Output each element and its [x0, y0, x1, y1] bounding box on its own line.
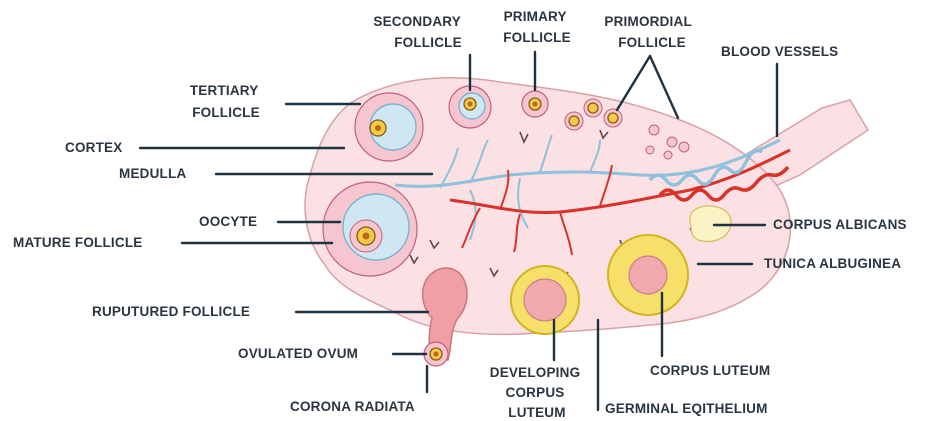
label-secondary-follicle-line-1: SECONDARY	[373, 14, 460, 29]
primordial-follicle	[667, 137, 677, 147]
leader-primordial-follicle-b	[650, 56, 678, 118]
primordial-follicle	[679, 142, 689, 152]
label-corona-radiata: CORONA RADIATA	[290, 399, 415, 414]
label-medulla: MEDULLA	[119, 166, 186, 181]
primordial-follicle	[646, 146, 654, 154]
label-tertiary-follicle-line-1: TERTIARY	[190, 83, 258, 98]
label-developing-corpus-luteum-line-1: DEVELOPING	[490, 365, 581, 380]
label-germinal-epithelium: GERMINAL EQITHELIUM	[605, 401, 768, 416]
primary-follicle-nucleus	[533, 102, 538, 107]
corpus-albicans	[690, 206, 731, 242]
mature-follicle	[323, 182, 417, 276]
leader-primordial-follicle-a	[617, 56, 650, 110]
primordial-follicle-oocyte	[588, 103, 598, 113]
label-developing-corpus-luteum: DEVELOPING CORPUS LUTEUM	[490, 365, 584, 420]
label-primordial-follicle-line-1: PRIMORDIAL	[604, 14, 691, 29]
mature-follicle-nucleus	[363, 233, 370, 240]
label-primary-follicle-line-1: PRIMARY	[504, 9, 567, 24]
secondary-follicle-nucleus	[468, 102, 473, 107]
primordial-follicle	[649, 125, 659, 135]
label-primary-follicle: PRIMARY FOLLICLE	[503, 9, 571, 45]
corpus-luteum	[608, 235, 688, 315]
corpus-albicans-shape	[690, 206, 731, 242]
label-corpus-albicans: CORPUS ALBICANS	[773, 217, 907, 232]
primordial-follicle-oocyte	[569, 116, 579, 126]
label-secondary-follicle-line-2: FOLLICLE	[394, 35, 462, 50]
label-developing-corpus-luteum-line-2: CORPUS	[506, 385, 565, 400]
developing-corpus-luteum	[511, 266, 579, 334]
label-primordial-follicle: PRIMORDIAL FOLLICLE	[604, 14, 695, 50]
label-primordial-follicle-line-2: FOLLICLE	[618, 35, 686, 50]
primary-follicle	[522, 91, 548, 117]
tertiary-follicle-nucleus	[375, 125, 381, 131]
corpus-luteum-core	[629, 256, 667, 294]
tertiary-follicle	[355, 93, 423, 161]
label-oocyte: OOCYTE	[199, 214, 257, 229]
label-tertiary-follicle-line-2: FOLLICLE	[192, 105, 260, 120]
label-secondary-follicle: SECONDARY FOLLICLE	[373, 14, 464, 50]
label-tertiary-follicle: TERTIARY FOLLICLE	[190, 83, 262, 120]
label-mature-follicle: MATURE FOLLICLE	[13, 235, 142, 250]
label-corpus-luteum: CORPUS LUTEUM	[650, 363, 770, 378]
label-blood-vessels: BLOOD VESSELS	[721, 44, 838, 59]
primordial-follicle-oocyte	[608, 113, 618, 123]
label-primary-follicle-line-2: FOLLICLE	[503, 30, 571, 45]
ovulated-ovum	[424, 342, 448, 366]
primordial-follicle	[664, 151, 672, 159]
developing-corpus-luteum-core	[524, 279, 566, 321]
label-tunica-albuginea: TUNICA ALBUGINEA	[764, 256, 901, 271]
label-developing-corpus-luteum-line-3: LUTEUM	[508, 405, 565, 420]
label-ruptured-follicle: RUPUTURED FOLLICLE	[92, 304, 250, 319]
secondary-follicle	[449, 86, 491, 128]
label-cortex: CORTEX	[65, 140, 122, 155]
label-ovulated-ovum: OVULATED OVUM	[238, 346, 358, 361]
ovum-nucleus	[434, 352, 439, 357]
